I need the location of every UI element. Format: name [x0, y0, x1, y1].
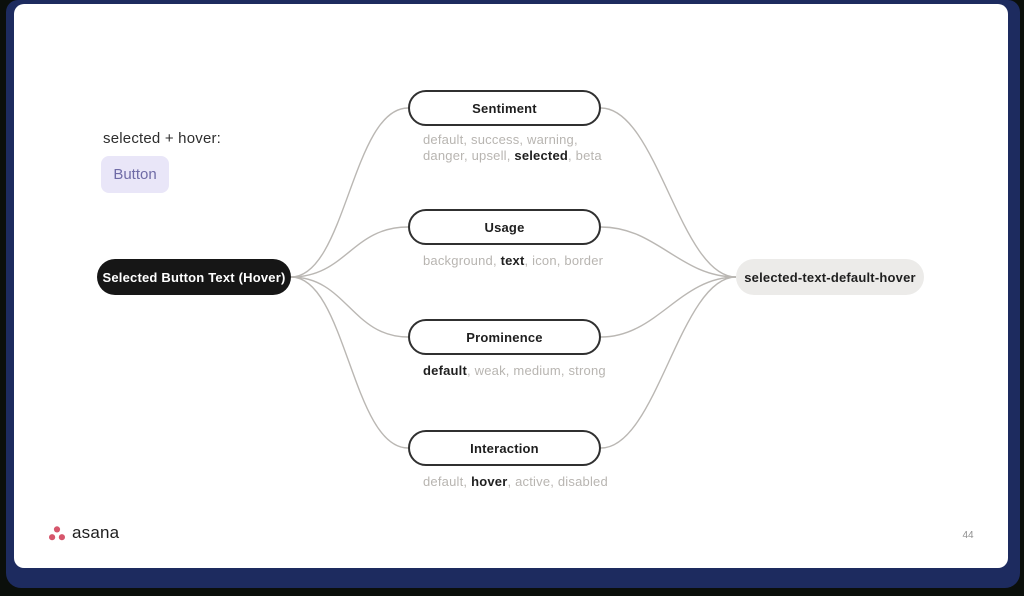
button-chip-label: Button	[113, 166, 157, 183]
category-values-prominence: default, weak, medium, strong	[423, 363, 606, 378]
asana-wordmark: asana	[72, 523, 120, 542]
category-values-usage: background, text, icon, border	[423, 253, 604, 268]
result-node-pill: selected-text-default-hover	[736, 259, 924, 295]
connector-line	[290, 107, 409, 278]
category-values-sentiment: default, success, warning,danger, upsell…	[423, 132, 602, 163]
source-node-label: Selected Button Text (Hover)	[102, 269, 286, 285]
category-node-label: Sentiment	[472, 100, 537, 116]
category-node-sentiment: Sentiment	[408, 90, 601, 126]
category-node-interaction: Interaction	[408, 430, 601, 466]
connector-line	[290, 276, 409, 449]
category-values-interaction: default, hover, active, disabled	[423, 474, 608, 489]
slide-canvas: selected + hover: Button Selected Button…	[14, 4, 1008, 568]
page-number: 44	[962, 530, 974, 541]
asana-logo-icon	[49, 525, 65, 540]
connector-line	[290, 276, 409, 338]
connector-line	[600, 276, 737, 338]
category-node-label: Usage	[484, 219, 525, 235]
source-node-pill: Selected Button Text (Hover)	[97, 259, 291, 295]
connector-line	[290, 226, 409, 278]
footer-logo: asana	[48, 523, 119, 543]
category-node-label: Interaction	[470, 440, 539, 456]
button-chip: Button	[101, 156, 169, 193]
category-node-usage: Usage	[408, 209, 601, 245]
category-node-label: Prominence	[466, 329, 543, 345]
category-node-prominence: Prominence	[408, 319, 601, 355]
state-label: selected + hover:	[103, 130, 222, 147]
result-node-label: selected-text-default-hover	[744, 269, 916, 285]
connector-line	[600, 226, 737, 278]
